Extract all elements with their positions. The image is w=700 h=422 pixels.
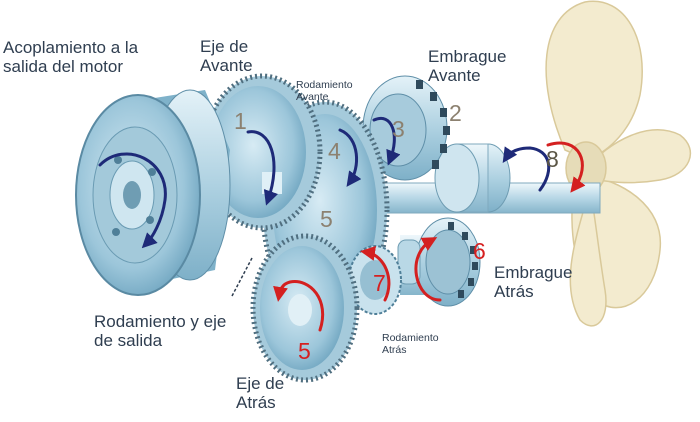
number-4: 4 — [328, 138, 341, 164]
arrow-forward-gear — [246, 130, 279, 206]
arrow-reverse-clutch — [414, 237, 442, 302]
label-forward-bearing: Rodamiento Avante — [296, 79, 353, 103]
arrow-reverse-gear — [273, 280, 325, 332]
arrow-propeller-red — [546, 141, 586, 193]
arrow-coupling — [98, 152, 167, 249]
label-reverse-shaft: Eje de Atrás — [236, 374, 285, 413]
label-forward-clutch: Embrague Avante — [428, 47, 507, 86]
forward-clutch — [362, 75, 450, 181]
number-2: 2 — [449, 100, 462, 126]
arrow-forward-clutch — [372, 116, 401, 166]
arrow-reverse-bearing — [360, 246, 391, 302]
number-7: 7 — [373, 270, 386, 296]
reverse-clutch — [397, 217, 481, 307]
label-coupling: Acoplamiento a la salida del motor — [3, 38, 139, 77]
forward-gear — [201, 73, 323, 231]
label-forward-shaft: Eje de Avante — [200, 37, 253, 76]
output-bearing-pointer — [231, 257, 253, 297]
number-6: 6 — [473, 238, 486, 264]
arrow-forward-bearing — [338, 128, 362, 187]
label-reverse-bearing: Rodamiento Atrás — [382, 332, 439, 356]
number-5-bottom: 5 — [298, 338, 311, 364]
label-output-bearing: Rodamiento y eje de salida — [94, 312, 227, 351]
label-reverse-clutch: Embrague Atrás — [494, 263, 573, 302]
reverse-bearing — [348, 245, 402, 315]
number-5-center: 5 — [320, 206, 333, 232]
number-1: 1 — [234, 108, 247, 134]
number-3: 3 — [392, 116, 405, 142]
engine-coupling — [75, 89, 231, 296]
rotation-arrows — [98, 116, 586, 332]
reverse-gear — [250, 233, 360, 383]
arrow-propeller-blue — [502, 146, 551, 192]
number-8: 8 — [546, 146, 559, 172]
